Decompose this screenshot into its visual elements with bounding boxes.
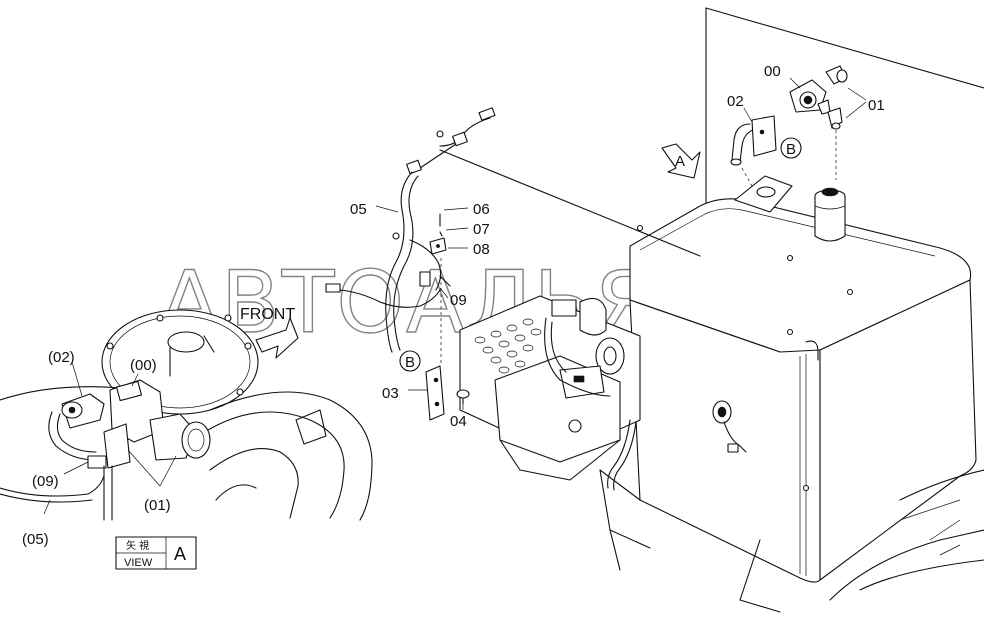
detail-callout-00: (00) bbox=[130, 357, 157, 374]
fitting-01-elbows bbox=[825, 65, 848, 180]
view-box-en: VIEW bbox=[124, 557, 153, 569]
marker-b-circle-top bbox=[780, 137, 802, 159]
detail-leader-lines bbox=[43, 361, 177, 515]
front-label: FRONT bbox=[240, 306, 295, 323]
callout-07: 07 bbox=[473, 221, 490, 238]
callout-01: 01 bbox=[868, 97, 885, 114]
view-arrow-letter: A bbox=[675, 153, 685, 170]
detail-callout-05: (05) bbox=[22, 531, 49, 548]
view-arrow-a: A bbox=[661, 143, 701, 179]
battery-box bbox=[459, 295, 641, 491]
detail-callout-09: (09) bbox=[32, 473, 59, 490]
callouts-detail: (02) (00) (09) (01) (05) bbox=[22, 349, 171, 548]
view-a-label-box: 矢 視 VIEW A bbox=[115, 536, 197, 570]
callout-03: 03 bbox=[382, 385, 399, 402]
clamp-06-08 bbox=[429, 213, 447, 255]
front-indicator: FRONT bbox=[240, 306, 299, 359]
detail-callout-01: (01) bbox=[144, 497, 171, 514]
callout-08: 08 bbox=[473, 241, 490, 258]
callout-b-left: B bbox=[405, 354, 415, 371]
detail-view-a bbox=[0, 309, 373, 521]
bolt-04 bbox=[456, 389, 470, 405]
fitting-00 bbox=[789, 79, 831, 115]
callout-09: 09 bbox=[450, 292, 467, 309]
callouts-main: 00 01 02 03 04 05 06 07 08 09 B B bbox=[350, 63, 885, 430]
vent-holes bbox=[474, 318, 542, 374]
callout-05: 05 bbox=[350, 201, 367, 218]
callout-00: 00 bbox=[764, 63, 781, 80]
detail-callout-02: (02) bbox=[48, 349, 75, 366]
fitting-02-pipe bbox=[730, 115, 777, 166]
breather-bracket bbox=[734, 175, 793, 213]
leader-lines bbox=[375, 77, 867, 410]
view-box-letter: A bbox=[174, 544, 186, 564]
callout-04: 04 bbox=[450, 413, 467, 430]
callout-b-top: B bbox=[786, 141, 796, 158]
view-box-jp: 矢 視 bbox=[126, 539, 149, 552]
hydraulic-tank bbox=[629, 198, 977, 583]
marker-b-circle-left bbox=[399, 350, 421, 372]
bracket-03 bbox=[425, 365, 445, 421]
frame bbox=[439, 149, 984, 613]
wiring-harness bbox=[325, 107, 496, 353]
callout-02: 02 bbox=[727, 93, 744, 110]
callout-06: 06 bbox=[473, 201, 490, 218]
filter-canister bbox=[814, 187, 846, 242]
